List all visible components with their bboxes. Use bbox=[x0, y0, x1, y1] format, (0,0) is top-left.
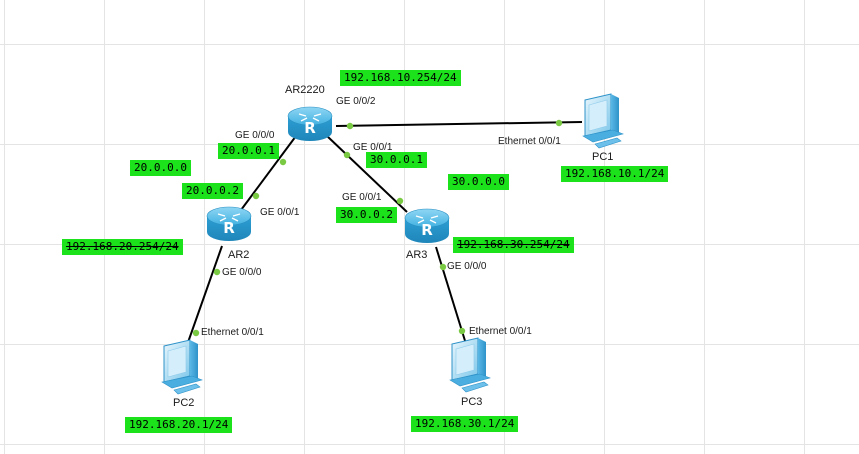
ip-label-pc1: 192.168.10.1/24 bbox=[561, 166, 669, 182]
device-label-ar3: AR3 bbox=[406, 249, 428, 261]
port-dot[interactable] bbox=[555, 119, 563, 127]
port-label: GE 0/0/0 bbox=[447, 261, 487, 272]
port-dot[interactable] bbox=[439, 263, 447, 271]
port-dot[interactable] bbox=[396, 197, 404, 205]
device-label-ar2220: AR2220 bbox=[285, 84, 325, 96]
link-ar3-pc3[interactable] bbox=[435, 246, 467, 345]
router-icon[interactable] bbox=[206, 206, 252, 242]
link-ar2220-ar3[interactable] bbox=[326, 135, 408, 213]
port-label: Ethernet 0/0/1 bbox=[469, 326, 532, 337]
device-label-pc1: PC1 bbox=[592, 151, 614, 163]
port-dot[interactable] bbox=[279, 158, 287, 166]
port-dot[interactable] bbox=[346, 122, 354, 130]
ip-label-ar3-ge001: 30.0.0.2 bbox=[336, 207, 397, 223]
network-label-20: 20.0.0.0 bbox=[130, 160, 191, 176]
port-label: GE 0/0/1 bbox=[342, 192, 382, 203]
pc-icon[interactable] bbox=[449, 337, 491, 393]
ip-label-pc3: 192.168.30.1/24 bbox=[411, 416, 519, 432]
ip-label-ar2220-ge000: 20.0.0.1 bbox=[218, 143, 279, 159]
port-label: GE 0/0/1 bbox=[353, 142, 393, 153]
device-label-ar2: AR2 bbox=[228, 249, 250, 261]
ip-label-ar2-ge001: 20.0.0.2 bbox=[182, 183, 243, 199]
port-label: Ethernet 0/0/1 bbox=[498, 136, 561, 147]
port-dot[interactable] bbox=[343, 151, 351, 159]
link-ar2-pc2[interactable] bbox=[185, 245, 223, 349]
ip-label-ar2220-ge001: 30.0.0.1 bbox=[366, 152, 427, 168]
pc-icon[interactable] bbox=[161, 339, 203, 395]
port-label: GE 0/0/0 bbox=[235, 130, 275, 141]
link-ar2220-pc1[interactable] bbox=[335, 121, 583, 127]
network-label-30: 30.0.0.0 bbox=[448, 174, 509, 190]
pc-icon[interactable] bbox=[582, 93, 624, 149]
ip-label-ar2220-gateway-pc1: 192.168.10.254/24 bbox=[340, 70, 461, 86]
link-ar2220-ar2[interactable] bbox=[240, 135, 297, 211]
port-dot[interactable] bbox=[252, 192, 260, 200]
port-dot[interactable] bbox=[458, 327, 466, 335]
device-label-pc3: PC3 bbox=[461, 396, 483, 408]
port-label: GE 0/0/1 bbox=[260, 207, 300, 218]
port-dot[interactable] bbox=[192, 329, 200, 337]
ip-label-ar3-gateway-pc3: 192.168.30.254/24 bbox=[453, 237, 574, 253]
router-icon[interactable] bbox=[287, 106, 333, 142]
port-dot[interactable] bbox=[213, 268, 221, 276]
port-label: GE 0/0/2 bbox=[336, 96, 376, 107]
router-icon[interactable] bbox=[404, 208, 450, 244]
port-label: Ethernet 0/0/1 bbox=[201, 327, 264, 338]
device-label-pc2: PC2 bbox=[173, 397, 195, 409]
ip-label-pc2: 192.168.20.1/24 bbox=[125, 417, 233, 433]
port-label: GE 0/0/0 bbox=[222, 267, 262, 278]
ip-label-ar2-gateway-pc2: 192.168.20.254/24 bbox=[62, 239, 183, 255]
